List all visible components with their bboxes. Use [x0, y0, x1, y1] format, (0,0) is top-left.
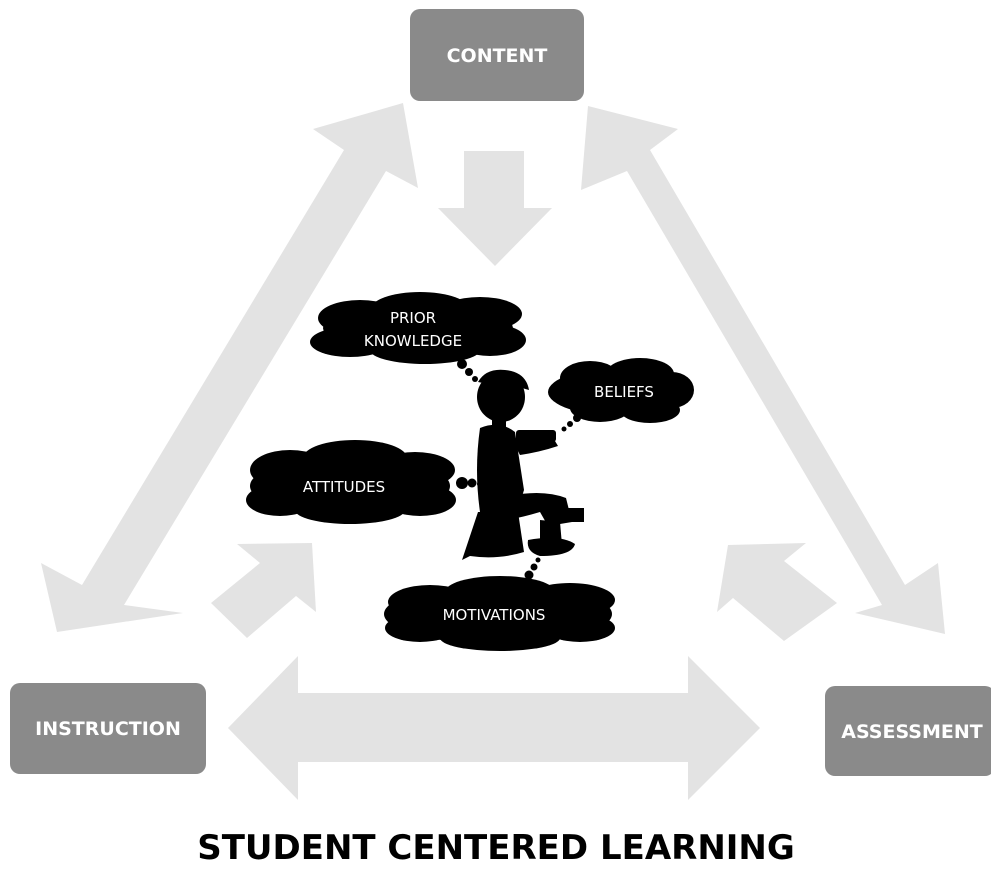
arrow-instruction-assessment: [228, 656, 760, 800]
diagram-title: STUDENT CENTERED LEARNING: [197, 828, 795, 868]
cloud-motivations: MOTIVATIONS: [384, 557, 615, 651]
cloud-prior-knowledge-label-2: KNOWLEDGE: [364, 332, 462, 350]
arrow-instruction-to-student: [211, 543, 316, 638]
arrow-content-assessment: [581, 106, 945, 634]
node-assessment-label: ASSESSMENT: [841, 721, 983, 743]
node-instruction: INSTRUCTION: [10, 683, 206, 774]
cloud-prior-knowledge: PRIOR KNOWLEDGE: [310, 292, 526, 382]
node-content: CONTENT: [410, 9, 584, 101]
student-silhouette-icon: [462, 369, 584, 560]
cloud-attitudes: ATTITUDES: [246, 440, 483, 524]
node-assessment: ASSESSMENT: [825, 686, 991, 776]
cloud-beliefs-label: BELIEFS: [594, 383, 654, 401]
cloud-motivations-label: MOTIVATIONS: [443, 606, 546, 624]
cloud-attitudes-label: ATTITUDES: [303, 478, 385, 496]
cloud-beliefs: BELIEFS: [548, 358, 694, 432]
cloud-prior-knowledge-label-1: PRIOR: [390, 309, 436, 327]
node-instruction-label: INSTRUCTION: [35, 718, 181, 740]
arrow-content-instruction: [41, 103, 418, 632]
arrow-assessment-to-student: [717, 543, 837, 641]
arrow-content-to-student: [438, 151, 552, 266]
node-content-label: CONTENT: [447, 45, 548, 67]
